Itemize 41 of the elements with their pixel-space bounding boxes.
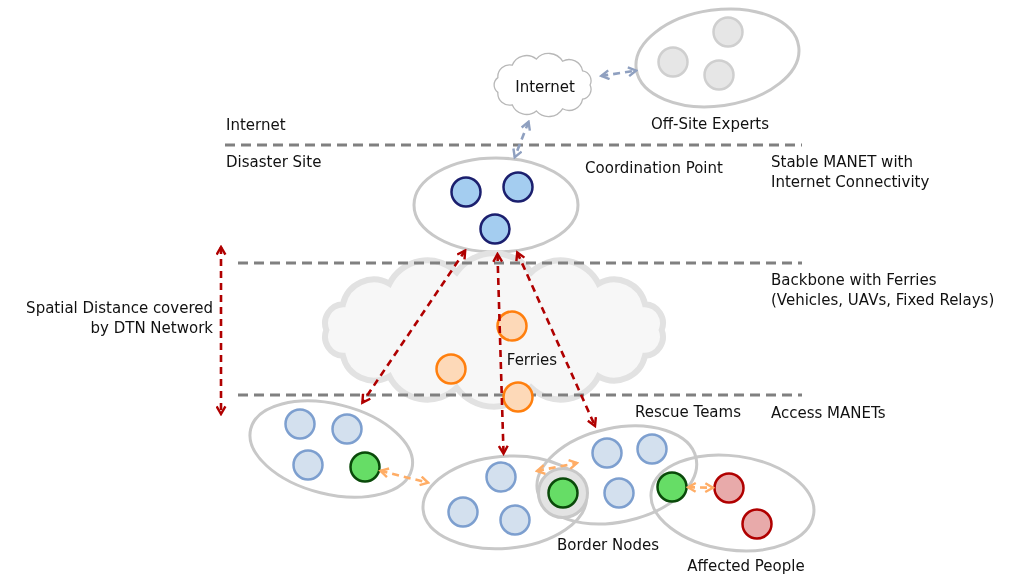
node-circle <box>284 408 316 440</box>
node-circle <box>713 472 745 504</box>
dashed-arrow <box>512 120 532 159</box>
node-circle <box>636 433 668 465</box>
node-circle <box>741 508 773 540</box>
region-label: Disaster Site <box>226 152 323 173</box>
dashed-arrow <box>492 252 509 455</box>
node-circle <box>703 59 735 91</box>
dashed-arrow <box>361 249 467 404</box>
node-label: Coordination Point <box>585 159 723 177</box>
node-circle <box>479 213 511 245</box>
node-circle <box>502 171 534 203</box>
group-ellipse <box>247 398 415 500</box>
node-circle <box>331 413 363 445</box>
dashed-arrow <box>686 481 715 494</box>
node-label: Rescue Teams <box>635 403 741 421</box>
region-label: Backbone with Ferries (Vehicles, UAVs, Fixed Relays) <box>771 270 996 311</box>
node-label: Off-Site Experts <box>650 115 770 133</box>
region-label: Border Nodes <box>557 535 661 556</box>
node-circle <box>657 46 689 78</box>
region-label: Stable MANET with Internet Connectivity <box>771 152 931 193</box>
node-circle <box>450 176 482 208</box>
dashed-arrow <box>515 251 598 428</box>
node-circle <box>499 504 531 536</box>
node-label: Ferries <box>506 351 558 369</box>
node-circle <box>447 496 479 528</box>
border-node-circle <box>656 471 688 503</box>
region-label: Access MANETs <box>771 403 887 424</box>
node-label: Internet <box>515 78 575 96</box>
dashed-arrow <box>535 459 579 475</box>
border-node-circle <box>349 451 381 483</box>
node-circle <box>591 437 623 469</box>
dashed-arrow <box>600 66 638 81</box>
region-label: Spatial Distance covered by DTN Network <box>25 298 213 339</box>
node-circle <box>712 16 744 48</box>
node-circle <box>603 477 635 509</box>
node-label: Affected People <box>687 557 805 575</box>
dashed-arrow <box>379 467 430 487</box>
region-label: Internet <box>226 115 287 136</box>
node-circle <box>292 449 324 481</box>
node-circle <box>485 461 517 493</box>
